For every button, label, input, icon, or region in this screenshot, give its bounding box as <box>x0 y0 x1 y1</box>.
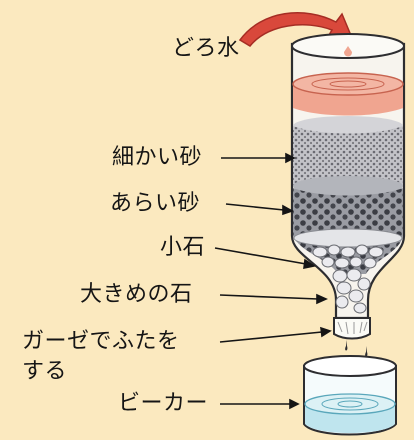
label-small-stones: 小石 <box>160 235 206 260</box>
label-gauze-line2: する <box>22 359 68 384</box>
label-muddy-water: どろ水 <box>172 36 240 61</box>
label-gauze-line1: ガーゼでふたを <box>22 329 180 354</box>
label-beaker: ビーカー <box>118 391 209 416</box>
fine-sand-layer <box>293 126 403 194</box>
stones-layer <box>312 244 384 314</box>
label-large-stones: 大きめの石 <box>80 282 193 307</box>
label-fine-sand: 細かい砂 <box>112 145 203 170</box>
pointer-lines <box>214 152 332 410</box>
label-coarse-sand: あらい砂 <box>110 191 201 216</box>
gauze-cap <box>333 317 371 340</box>
